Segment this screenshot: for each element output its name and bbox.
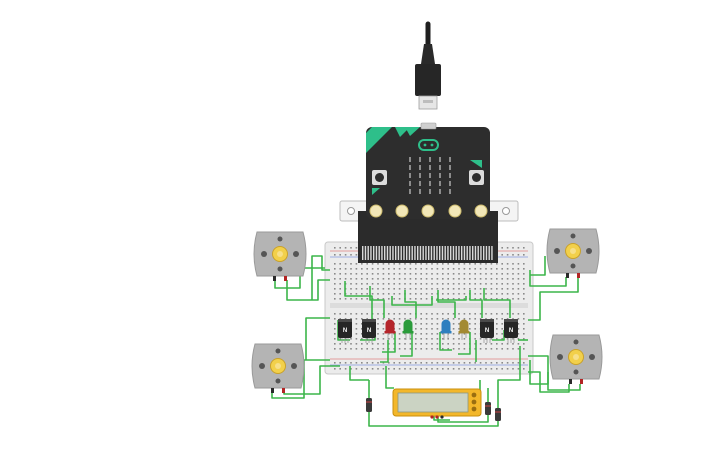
- pin-label: 6: [406, 265, 408, 269]
- matrix-led: [409, 157, 411, 162]
- motor-top-left-icon[interactable]: [253, 231, 307, 281]
- led-matrix: [409, 157, 451, 194]
- microbit-board[interactable]: [366, 122, 490, 219]
- pin-label: 10: [434, 265, 438, 269]
- matrix-led: [449, 189, 451, 194]
- pin-label: 9: [427, 265, 429, 269]
- edge-pins: [362, 246, 493, 260]
- matrix-led: [419, 189, 421, 194]
- motors-layer: [251, 228, 603, 393]
- matrix-led: [429, 173, 431, 178]
- led-red[interactable]: [384, 319, 396, 341]
- matrix-led: [409, 173, 411, 178]
- pin-label: 20: [490, 265, 494, 269]
- matrix-led: [439, 189, 441, 194]
- pin-label: 14: [462, 265, 466, 269]
- matrix-led: [429, 189, 431, 194]
- pin-label: 5: [399, 265, 401, 269]
- matrix-led: [419, 165, 421, 170]
- pin-label: 15: [469, 265, 473, 269]
- transistor-label: N: [367, 328, 371, 334]
- matrix-led: [429, 181, 431, 186]
- pin-label: 19: [483, 265, 487, 269]
- pin-label: 4: [392, 265, 394, 269]
- matrix-led: [419, 181, 421, 186]
- pin-label: 11: [441, 265, 445, 269]
- pin-label: 7: [413, 265, 415, 269]
- npn-transistor-1[interactable]: N: [338, 319, 352, 343]
- button-a[interactable]: [372, 170, 387, 185]
- matrix-led: [429, 157, 431, 162]
- matrix-led: [439, 165, 441, 170]
- npn-transistor-2[interactable]: N: [362, 319, 376, 343]
- npn-transistor-4[interactable]: N: [504, 319, 518, 343]
- lcd-display-icon[interactable]: [392, 388, 482, 419]
- pin-label: 12: [448, 265, 452, 269]
- matrix-led: [449, 181, 451, 186]
- pin-label: 8: [420, 265, 422, 269]
- transistor-label: N: [343, 328, 347, 334]
- resistor-2[interactable]: [485, 402, 491, 415]
- matrix-led: [439, 157, 441, 162]
- led-blue[interactable]: [440, 319, 452, 341]
- matrix-led: [419, 157, 421, 162]
- motor-bottom-left-icon[interactable]: [251, 343, 305, 393]
- motor-bottom-right-icon[interactable]: [549, 334, 603, 384]
- matrix-led: [409, 165, 411, 170]
- led-green[interactable]: [402, 319, 414, 341]
- npn-transistor-3[interactable]: N: [480, 319, 494, 343]
- matrix-led: [449, 157, 451, 162]
- transistor-label: N: [485, 328, 489, 334]
- wires[interactable]: [271, 255, 581, 427]
- led-olive[interactable]: [458, 319, 470, 341]
- matrix-led: [429, 165, 431, 170]
- pin-label: 0: [364, 265, 366, 269]
- pin-label: 3: [385, 265, 387, 269]
- button-b[interactable]: [469, 170, 484, 185]
- pin-label: 1: [371, 265, 373, 269]
- matrix-led: [409, 189, 411, 194]
- matrix-led: [449, 173, 451, 178]
- transistor-label: N: [509, 328, 513, 334]
- edge-pads: [369, 204, 488, 218]
- matrix-led: [439, 173, 441, 178]
- matrix-led: [439, 181, 441, 186]
- usb-plug-icon[interactable]: [415, 21, 441, 110]
- motor-top-right-icon[interactable]: [546, 228, 600, 278]
- pin-label: 16: [476, 265, 480, 269]
- resistor-3[interactable]: [495, 408, 501, 421]
- pin-label: 2: [378, 265, 380, 269]
- pin-label: 13: [455, 265, 459, 269]
- resistor-1[interactable]: [366, 398, 372, 412]
- matrix-led: [419, 173, 421, 178]
- matrix-led: [449, 165, 451, 170]
- matrix-led: [409, 181, 411, 186]
